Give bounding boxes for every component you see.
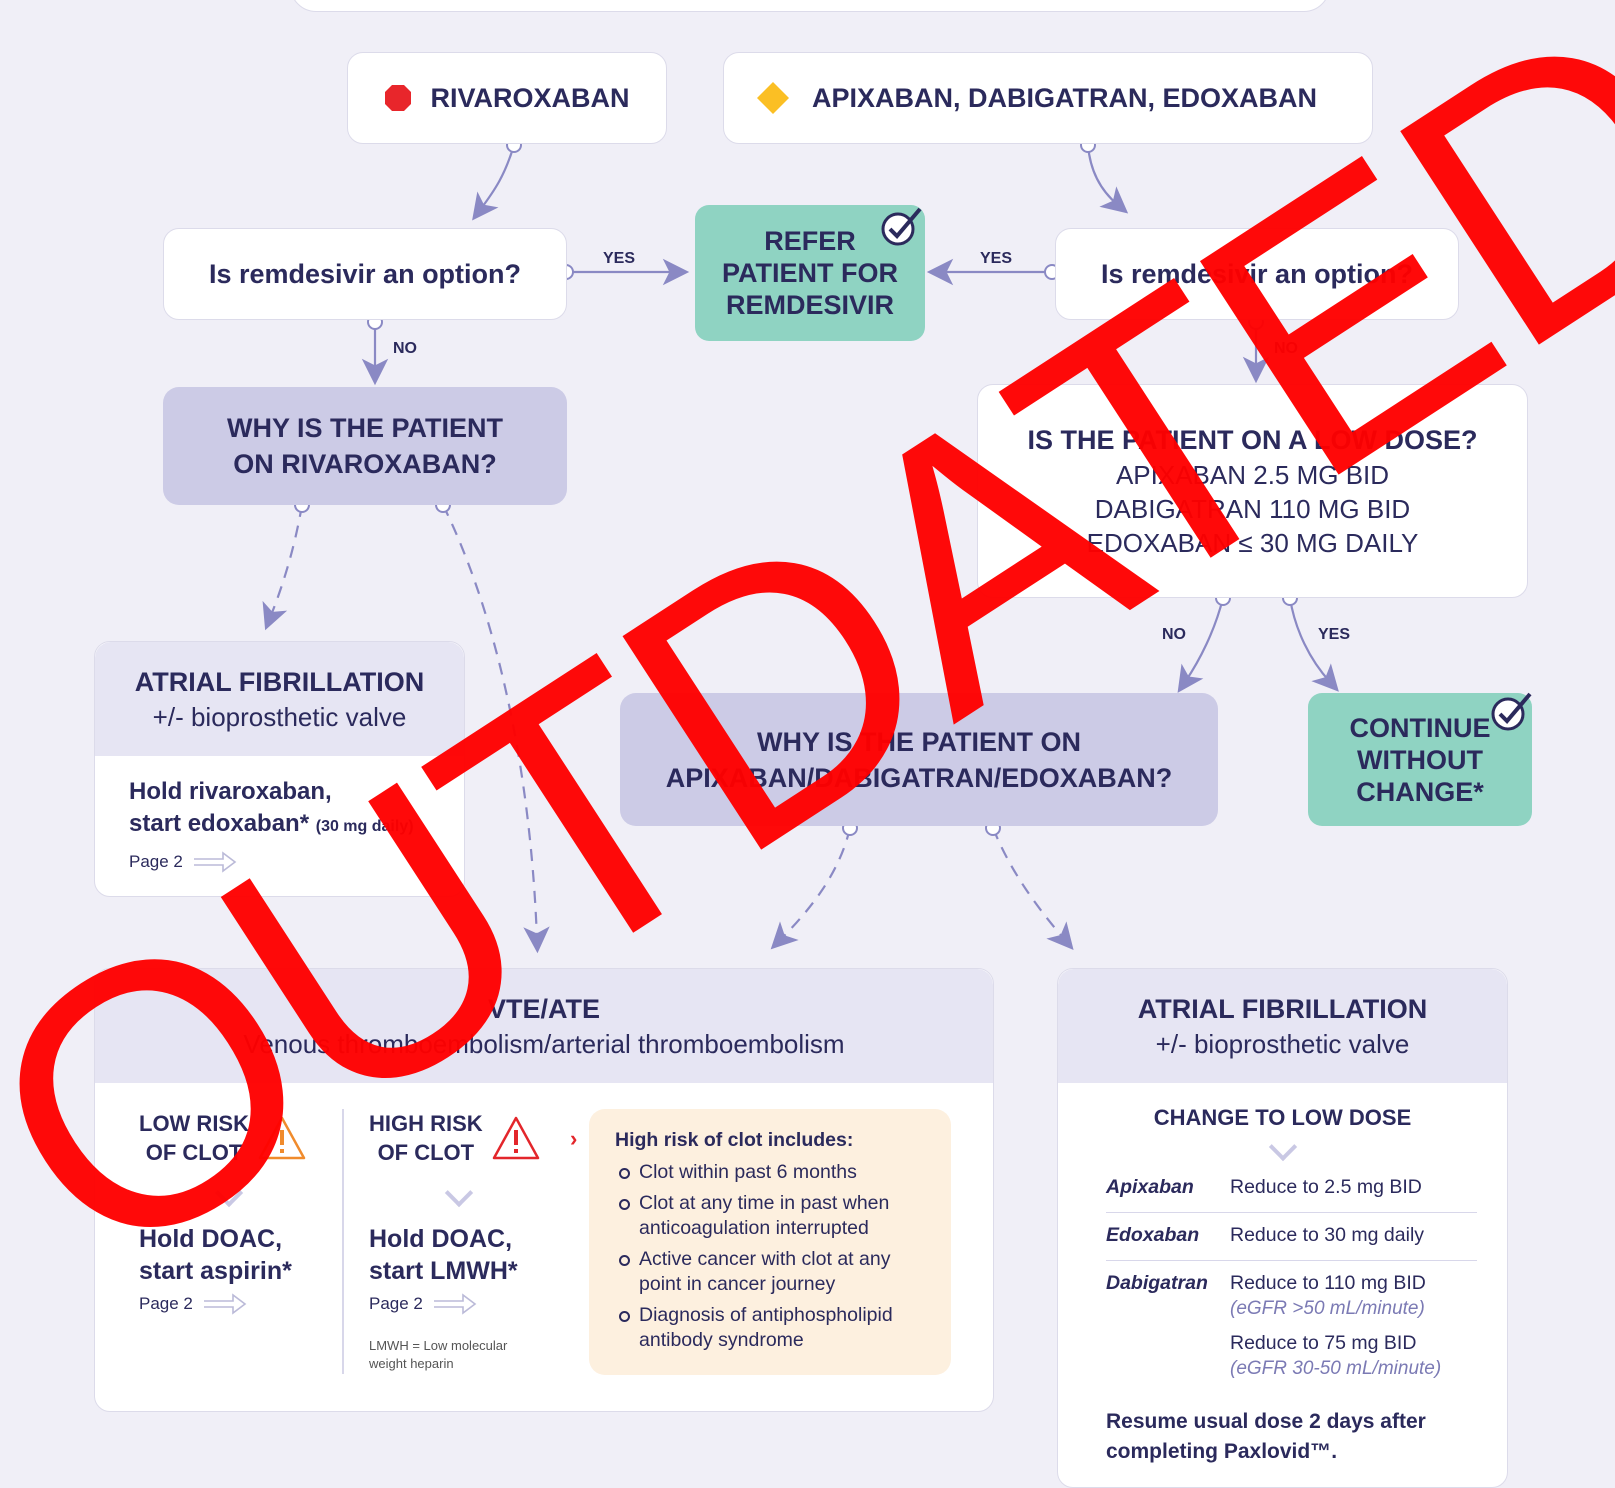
atrial-fib-rivaroxaban-card: ATRIAL FIBRILLATION +/- bioprosthetic va… xyxy=(94,641,465,897)
no-label-lowdose: NO xyxy=(1162,626,1186,643)
arrow-riva-vte xyxy=(442,504,550,954)
vte-ate-card: VTE/ATE Venous thromboembolism/arterial … xyxy=(94,968,994,1412)
list-item: Clot within past 6 months xyxy=(615,1160,925,1185)
arrow-right-icon xyxy=(433,1293,477,1315)
arrow-apix-vte xyxy=(770,827,852,950)
arrow-apix-af xyxy=(991,827,1074,951)
arrow-apix-to-q xyxy=(1086,144,1129,214)
arrow-right-icon xyxy=(203,1293,247,1315)
arrow-lowdose-no xyxy=(1177,597,1225,693)
no-label-left: NO xyxy=(393,340,417,357)
apixaban-group-box: APIXABAN, DABIGATRAN, EDOXABAN xyxy=(723,52,1373,144)
yes-label-right: YES xyxy=(980,250,1013,267)
why-apixaban-box: WHY IS THE PATIENT ON APIXABAN/DABIGATRA… xyxy=(620,693,1218,826)
diamond-caution-icon xyxy=(757,82,789,114)
low-dose-title: IS THE PATIENT ON A LOW DOSE? xyxy=(1027,425,1478,455)
divider xyxy=(342,1109,344,1374)
yes-label-lowdose: YES xyxy=(1318,626,1351,643)
card-header: ATRIAL FIBRILLATION +/- bioprosthetic va… xyxy=(1058,969,1507,1083)
arrow-lowdose-yes xyxy=(1288,597,1339,692)
yes-label-left: YES xyxy=(603,250,636,267)
low-dose-question-box: IS THE PATIENT ON A LOW DOSE? APIXABAN 2… xyxy=(977,384,1528,598)
arrow-riva-af xyxy=(262,504,304,631)
arrow-right-icon xyxy=(193,851,237,873)
card-header: ATRIAL FIBRILLATION +/- bioprosthetic va… xyxy=(95,642,464,756)
why-rivaroxaban-box: WHY IS THE PATIENT ON RIVAROXABAN? xyxy=(163,387,567,505)
chevron-right-icon: › xyxy=(570,1126,578,1151)
warning-triangle-icon xyxy=(258,1116,306,1160)
dose-row: Reduce to 75 mg BID(eGFR 30-50 mL/minute… xyxy=(1230,1332,1442,1379)
check-circle-icon xyxy=(881,207,922,246)
apixaban-group-label: APIXABAN, DABIGATRAN, EDOXABAN xyxy=(812,83,1318,113)
remdesivir-question-left: Is remdesivir an option? xyxy=(163,228,567,320)
high-risk-criteria-panel: High risk of clot includes: Clot within … xyxy=(589,1109,951,1375)
no-label-right: NO xyxy=(1274,340,1298,357)
remdesivir-question-right: Is remdesivir an option? xyxy=(1055,228,1459,320)
arrow-riva-to-q xyxy=(472,144,516,221)
atrial-fib-apixaban-card: ATRIAL FIBRILLATION +/- bioprosthetic va… xyxy=(1057,968,1508,1488)
stop-octagon-icon xyxy=(385,85,412,111)
warning-triangle-icon xyxy=(492,1116,539,1160)
rivaroxaban-box: RIVAROXABAN xyxy=(347,52,667,144)
chevron-down-icon xyxy=(444,1178,474,1208)
rivaroxaban-label: RIVAROXABAN xyxy=(430,83,630,113)
card-header: VTE/ATE Venous thromboembolism/arterial … xyxy=(95,969,993,1083)
check-circle-icon xyxy=(1491,692,1532,731)
